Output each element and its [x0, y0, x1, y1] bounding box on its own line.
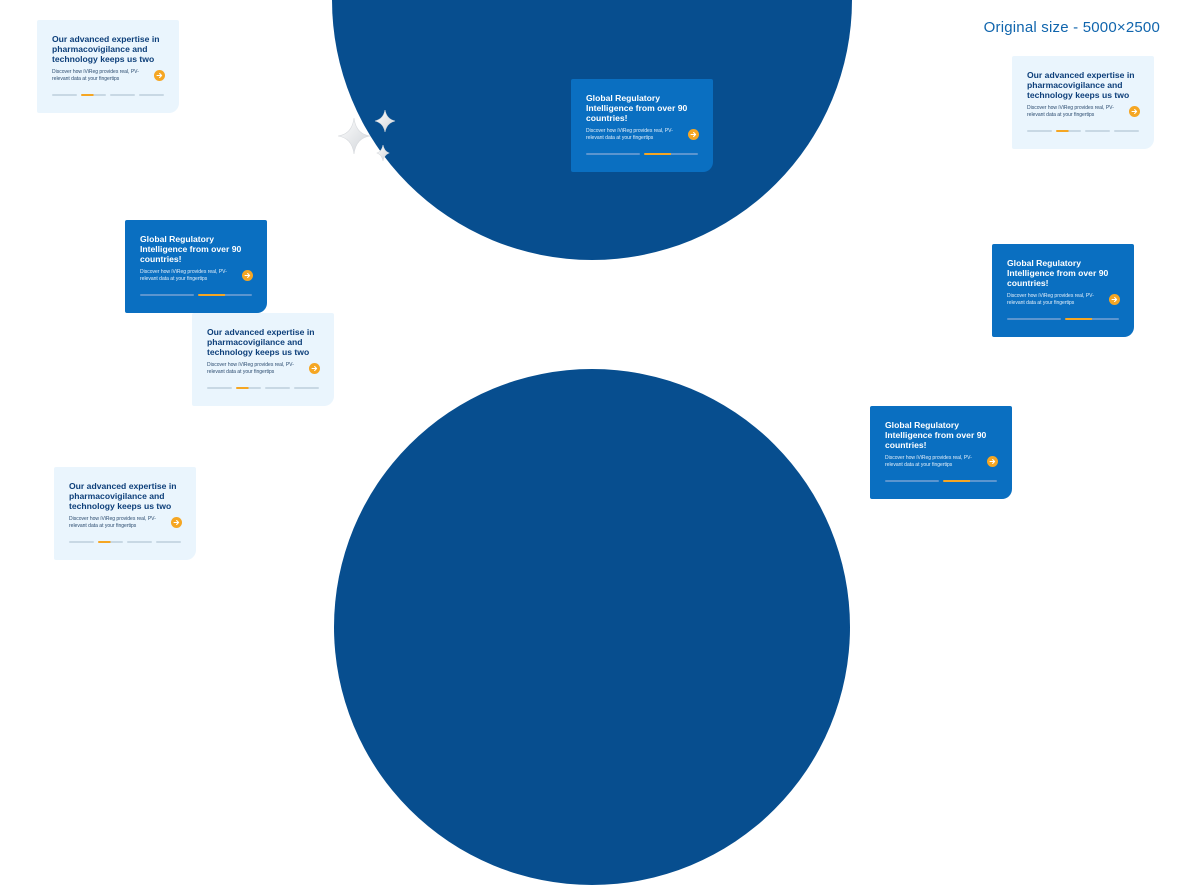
card-title: Global Regulatory Intelligence from over… [1007, 258, 1109, 288]
card-description: Discover how iViReg provides real, PV-re… [207, 362, 294, 376]
card-progress-bar [885, 480, 997, 482]
arrow-right-icon[interactable] [688, 129, 699, 140]
card-description: Discover how iViReg provides real, PV-re… [586, 128, 673, 142]
progress-segment-active [236, 387, 261, 389]
progress-segment-inactive [1027, 130, 1052, 132]
arrow-right-icon[interactable] [154, 70, 165, 81]
progress-segment-active [98, 541, 123, 543]
card-title: Our advanced expertise in pharmacovigila… [69, 481, 177, 511]
progress-segment-inactive [110, 94, 135, 96]
original-size-label: Original size - 5000×2500 [983, 19, 1160, 36]
sparkle-stars-icon [337, 109, 396, 162]
arrow-right-icon[interactable] [309, 363, 320, 374]
card-title: Global Regulatory Intelligence from over… [586, 93, 688, 123]
arrow-right-icon[interactable] [987, 456, 998, 467]
card-progress-bar [586, 153, 698, 155]
progress-segment-inactive [156, 541, 181, 543]
card-progress-bar [140, 294, 252, 296]
card-description: Discover how iViReg provides real, PV-re… [140, 269, 227, 283]
card-description: Discover how iViReg provides real, PV-re… [1007, 293, 1094, 307]
card-progress-bar [1007, 318, 1119, 320]
regulatory-intelligence-card[interactable]: Global Regulatory Intelligence from over… [125, 220, 267, 313]
card-title: Global Regulatory Intelligence from over… [885, 420, 987, 450]
progress-segment-active [943, 480, 997, 482]
progress-segment-inactive [52, 94, 77, 96]
card-description: Discover how iViReg provides real, PV-re… [1027, 105, 1114, 119]
arrow-right-icon[interactable] [1109, 294, 1120, 305]
progress-segment-inactive [69, 541, 94, 543]
pharmacovigilance-card[interactable]: Our advanced expertise in pharmacovigila… [37, 20, 179, 113]
progress-segment-active [198, 294, 252, 296]
arrow-right-icon[interactable] [171, 517, 182, 528]
card-title: Global Regulatory Intelligence from over… [140, 234, 242, 264]
progress-segment-inactive [586, 153, 640, 155]
card-description: Discover how iViReg provides real, PV-re… [885, 455, 972, 469]
progress-segment-inactive [1114, 130, 1139, 132]
arrow-right-icon[interactable] [242, 270, 253, 281]
pharmacovigilance-card[interactable]: Our advanced expertise in pharmacovigila… [54, 467, 196, 560]
progress-segment-inactive [139, 94, 164, 96]
card-progress-bar [1027, 130, 1139, 132]
progress-segment-inactive [1085, 130, 1110, 132]
card-description: Discover how iViReg provides real, PV-re… [69, 516, 156, 530]
pharmacovigilance-card[interactable]: Our advanced expertise in pharmacovigila… [192, 313, 334, 406]
card-title: Our advanced expertise in pharmacovigila… [52, 34, 160, 64]
progress-segment-active [81, 94, 106, 96]
progress-segment-inactive [294, 387, 319, 389]
regulatory-intelligence-card[interactable]: Global Regulatory Intelligence from over… [870, 406, 1012, 499]
progress-segment-inactive [207, 387, 232, 389]
progress-segment-active [1065, 318, 1119, 320]
card-title: Our advanced expertise in pharmacovigila… [1027, 70, 1135, 100]
progress-segment-inactive [885, 480, 939, 482]
progress-segment-inactive [140, 294, 194, 296]
card-description: Discover how iViReg provides real, PV-re… [52, 69, 139, 83]
navy-circle-bottom [334, 369, 850, 885]
card-title: Our advanced expertise in pharmacovigila… [207, 327, 315, 357]
progress-segment-inactive [265, 387, 290, 389]
progress-segment-active [1056, 130, 1081, 132]
progress-segment-inactive [127, 541, 152, 543]
progress-segment-inactive [1007, 318, 1061, 320]
card-progress-bar [52, 94, 164, 96]
arrow-right-icon[interactable] [1129, 106, 1140, 117]
progress-segment-active [644, 153, 698, 155]
pharmacovigilance-card[interactable]: Our advanced expertise in pharmacovigila… [1012, 56, 1154, 149]
regulatory-intelligence-card[interactable]: Global Regulatory Intelligence from over… [992, 244, 1134, 337]
card-progress-bar [69, 541, 181, 543]
card-progress-bar [207, 387, 319, 389]
regulatory-intelligence-card[interactable]: Global Regulatory Intelligence from over… [571, 79, 713, 172]
